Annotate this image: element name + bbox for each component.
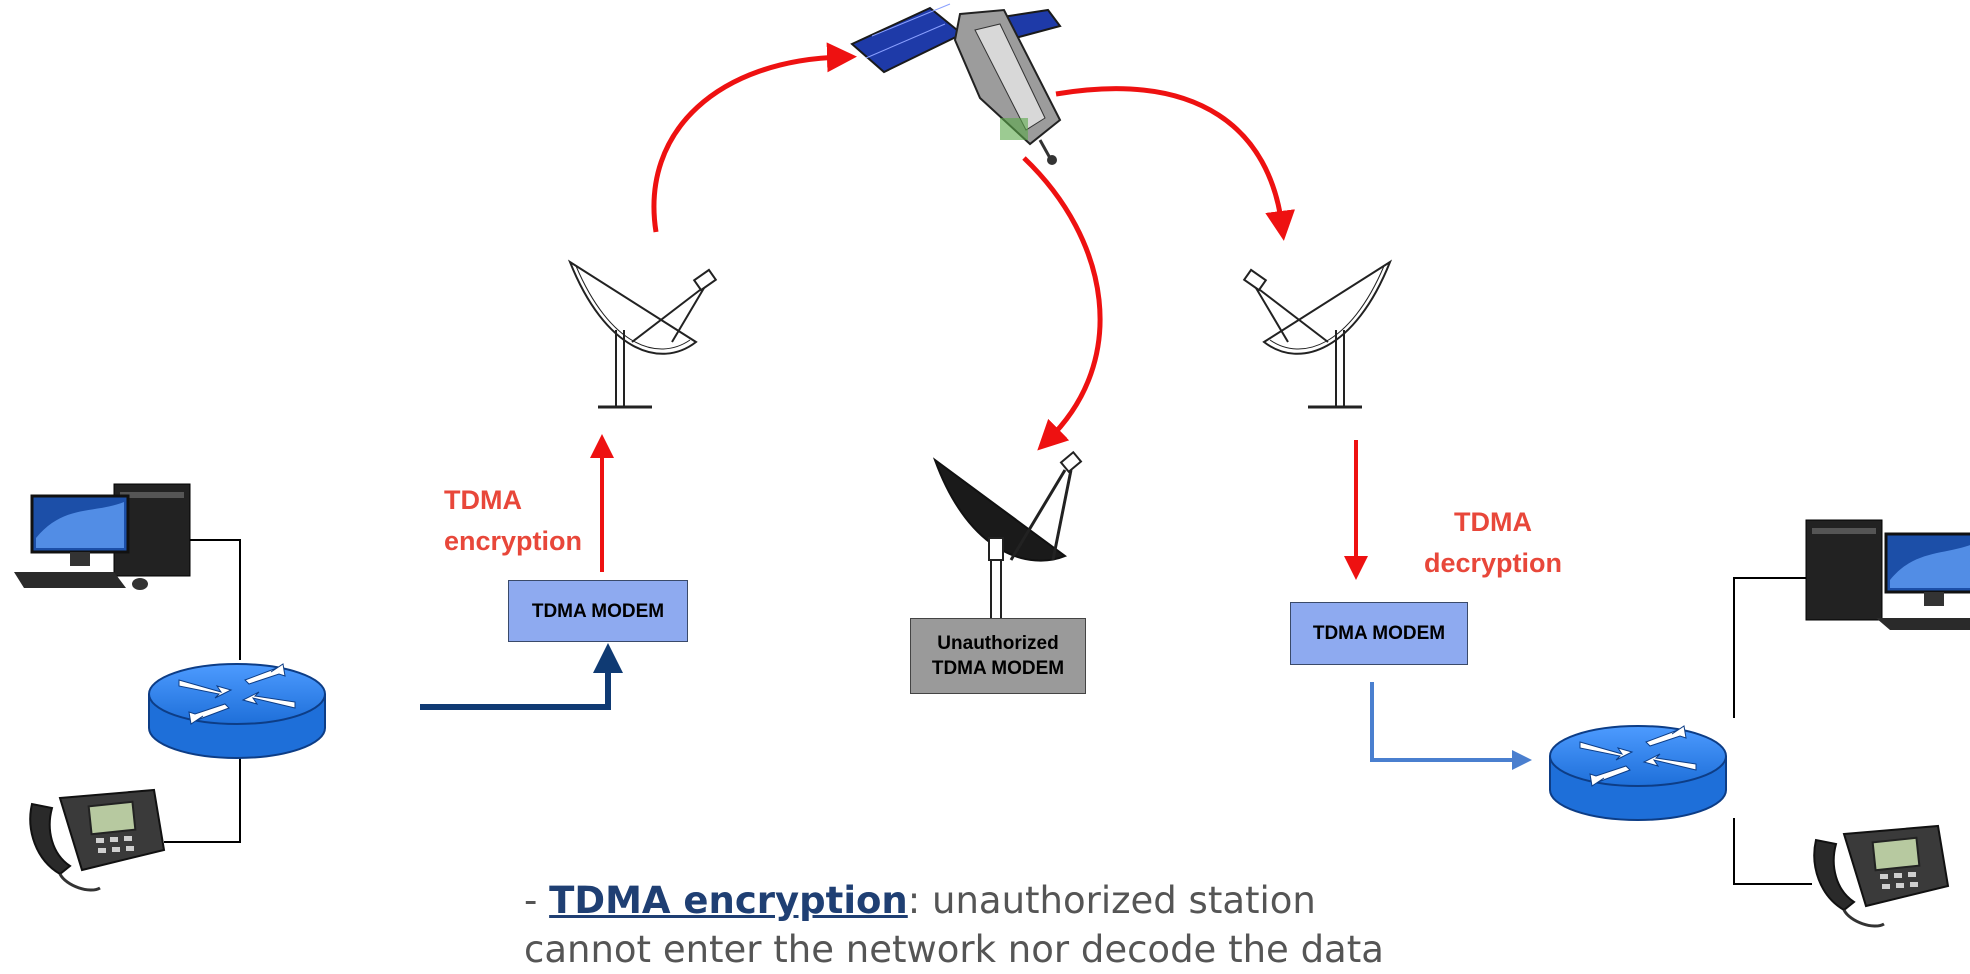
encryption-label: TDMA encryption	[444, 480, 582, 562]
decryption-label: TDMA decryption	[1424, 502, 1562, 584]
note-rest-line1: : unauthorized station	[907, 879, 1316, 922]
downlink-arrow-right	[1055, 86, 1296, 241]
router-icon	[148, 663, 326, 759]
note-line2: cannot enter the network nor decode the …	[524, 928, 1384, 971]
tdma-modem-right: TDMA MODEM	[1290, 602, 1468, 665]
lan-wires-right	[1733, 577, 1812, 885]
decryption-label-line1: TDMA	[1454, 507, 1532, 537]
downlink-arrow-unauthorized	[1022, 156, 1103, 451]
note-line1: - TDMA encryption: unauthorized station	[524, 876, 1524, 925]
encryption-label-line1: TDMA	[444, 485, 522, 515]
unauthorized-tdma-modem: Unauthorized TDMA MODEM	[910, 618, 1086, 694]
unauthorized-modem-line1: Unauthorized	[937, 633, 1059, 654]
explanation-note: - TDMA encryption: unauthorized station …	[524, 876, 1524, 974]
tdma-modem-left-label: TDMA MODEM	[531, 600, 665, 622]
ip-phone-icon	[1813, 824, 1950, 928]
note-keyword: TDMA encryption	[549, 879, 908, 922]
router-to-modem-arrow	[420, 643, 623, 710]
satellite-dish-icon	[1242, 259, 1393, 409]
satellite-dish-icon	[932, 450, 1083, 618]
decryption-label-line2: decryption	[1424, 548, 1563, 578]
desktop-computer-icon	[1805, 519, 1970, 630]
note-prefix: -	[524, 879, 550, 922]
uplink-arrow	[651, 42, 857, 233]
unauthorized-modem-line2: TDMA MODEM	[931, 658, 1065, 679]
satellite-dish-icon	[567, 259, 718, 409]
router-icon	[1549, 725, 1727, 821]
ip-phone-icon	[29, 788, 166, 892]
desktop-computer-icon	[14, 483, 191, 590]
modem-to-router-arrow	[1370, 682, 1532, 770]
tdma-modem-left: TDMA MODEM	[508, 580, 688, 642]
satellite-icon	[850, 3, 1062, 165]
encryption-label-line2: encryption	[444, 526, 583, 556]
lan-wires-left	[164, 539, 241, 843]
tdma-modem-right-label: TDMA MODEM	[1312, 623, 1446, 644]
